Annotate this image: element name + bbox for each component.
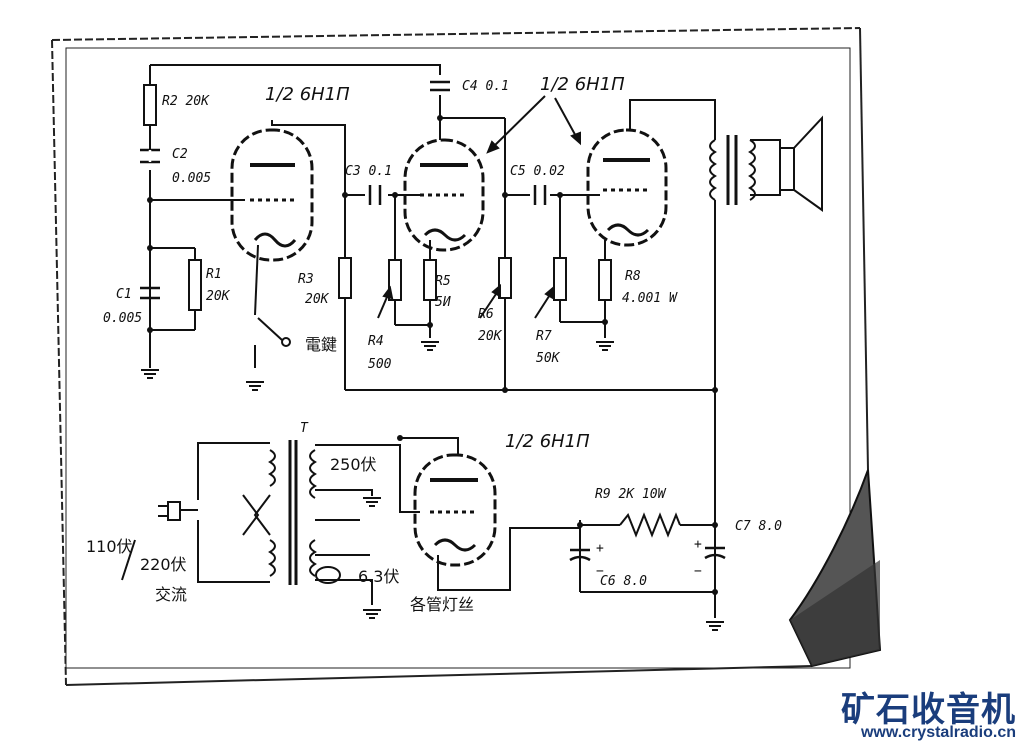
- tube-rect-label: 1/2 6H1П: [505, 431, 590, 452]
- tube-v1: [230, 128, 314, 262]
- resistor-r2: [143, 84, 157, 126]
- watermark-title: 矿石收音机: [841, 690, 1016, 730]
- r2-label: R2 20K: [162, 94, 210, 109]
- vacuum-tubes: [230, 128, 668, 567]
- tube-v2v3-label: 1/2 6H1П: [540, 74, 625, 95]
- filaments-label: 各管灯丝: [410, 595, 474, 614]
- tube-v1-label: 1/2 6H1П: [265, 84, 350, 105]
- mains-110-label: 110伏: [86, 537, 133, 556]
- c2-value: 0.005: [172, 171, 211, 186]
- svg-text:−: −: [596, 564, 604, 579]
- resistor-r6: [498, 257, 512, 299]
- mains-220-label: 220伏: [140, 555, 187, 574]
- ground-icon: [705, 621, 725, 631]
- tube-rectifier: [413, 453, 497, 567]
- r3-value: 20K: [305, 292, 330, 307]
- capacitor-c6: [569, 548, 591, 562]
- resistor-r5: [423, 259, 437, 301]
- capacitors: [140, 80, 726, 562]
- r5-label: R5: [435, 274, 451, 289]
- resistors: [143, 84, 681, 538]
- svg-text:+: +: [694, 537, 702, 552]
- c1-label: C1: [116, 287, 132, 302]
- curled-corner: [788, 469, 882, 668]
- resistor-r4: [388, 259, 402, 301]
- watermark-url: www.crystalradio.cn: [860, 724, 1016, 741]
- c2-label: C2: [172, 147, 188, 162]
- ground-icon: [362, 497, 382, 507]
- capacitor-c3: [368, 185, 382, 205]
- junction-dots: [147, 115, 718, 595]
- resistor-r8: [598, 259, 612, 301]
- capacitor-c2: [140, 148, 160, 164]
- tube-v3: [586, 128, 668, 247]
- resistor-r3: [338, 257, 352, 299]
- speaker-icon: [779, 115, 823, 212]
- c5-label: C5 0.02: [510, 164, 565, 179]
- resistor-r7: [553, 257, 567, 301]
- r4-label: R4: [368, 334, 384, 349]
- tube-v2: [403, 138, 485, 252]
- resistor-r1: [188, 259, 202, 311]
- r1-label: R1: [206, 267, 222, 282]
- r9-label: R9 2K 10W: [595, 487, 667, 502]
- page-border: [51, 27, 869, 686]
- labels: 1/2 6H1П 1/2 6H1П 1/2 6H1П R2 20K C2 0.0…: [86, 74, 782, 614]
- svg-text:−: −: [694, 564, 702, 579]
- capacitor-c4: [430, 80, 450, 92]
- output-transformer: [709, 135, 756, 205]
- capacitor-c7: [704, 546, 726, 560]
- ground-icon: [362, 609, 382, 619]
- r6-label: R6: [478, 307, 494, 322]
- ground-icon: [595, 341, 615, 351]
- capacitor-c1: [140, 286, 160, 300]
- key-label: 電鍵: [305, 335, 337, 354]
- r3-label: R3: [298, 272, 314, 287]
- hv-label: 250伏: [330, 455, 377, 474]
- wiper-arrows: [377, 95, 581, 319]
- r6-value: 20K: [478, 329, 503, 344]
- ground-icon: [140, 369, 160, 379]
- r8-label: R8: [625, 269, 641, 284]
- r4-value: 500: [368, 357, 392, 372]
- c4-label: C4 0.1: [462, 79, 509, 94]
- wiring: [149, 64, 781, 618]
- r7-label: R7: [536, 329, 552, 344]
- transformer-label: T: [300, 421, 309, 436]
- ground-icon: [420, 341, 440, 351]
- r5-value: 5И: [435, 295, 451, 310]
- svg-text:+: +: [596, 541, 604, 556]
- heater-label: 6.3伏: [358, 567, 399, 586]
- r7-value: 50K: [536, 351, 561, 366]
- r8-value: 4.001 W: [622, 291, 678, 306]
- ground-icon: [245, 381, 265, 391]
- r1-value: 20K: [206, 289, 231, 304]
- c3-label: C3 0.1: [345, 164, 392, 179]
- power-transformer: [242, 440, 341, 585]
- mains-plug-icon: [158, 501, 181, 521]
- c1-value: 0.005: [103, 311, 142, 326]
- c6-label: C6 8.0: [600, 574, 647, 589]
- capacitor-c5: [533, 185, 547, 205]
- c7-label: C7 8.0: [735, 519, 782, 534]
- resistor-r9: [619, 512, 681, 538]
- ac-label: 交流: [155, 585, 187, 604]
